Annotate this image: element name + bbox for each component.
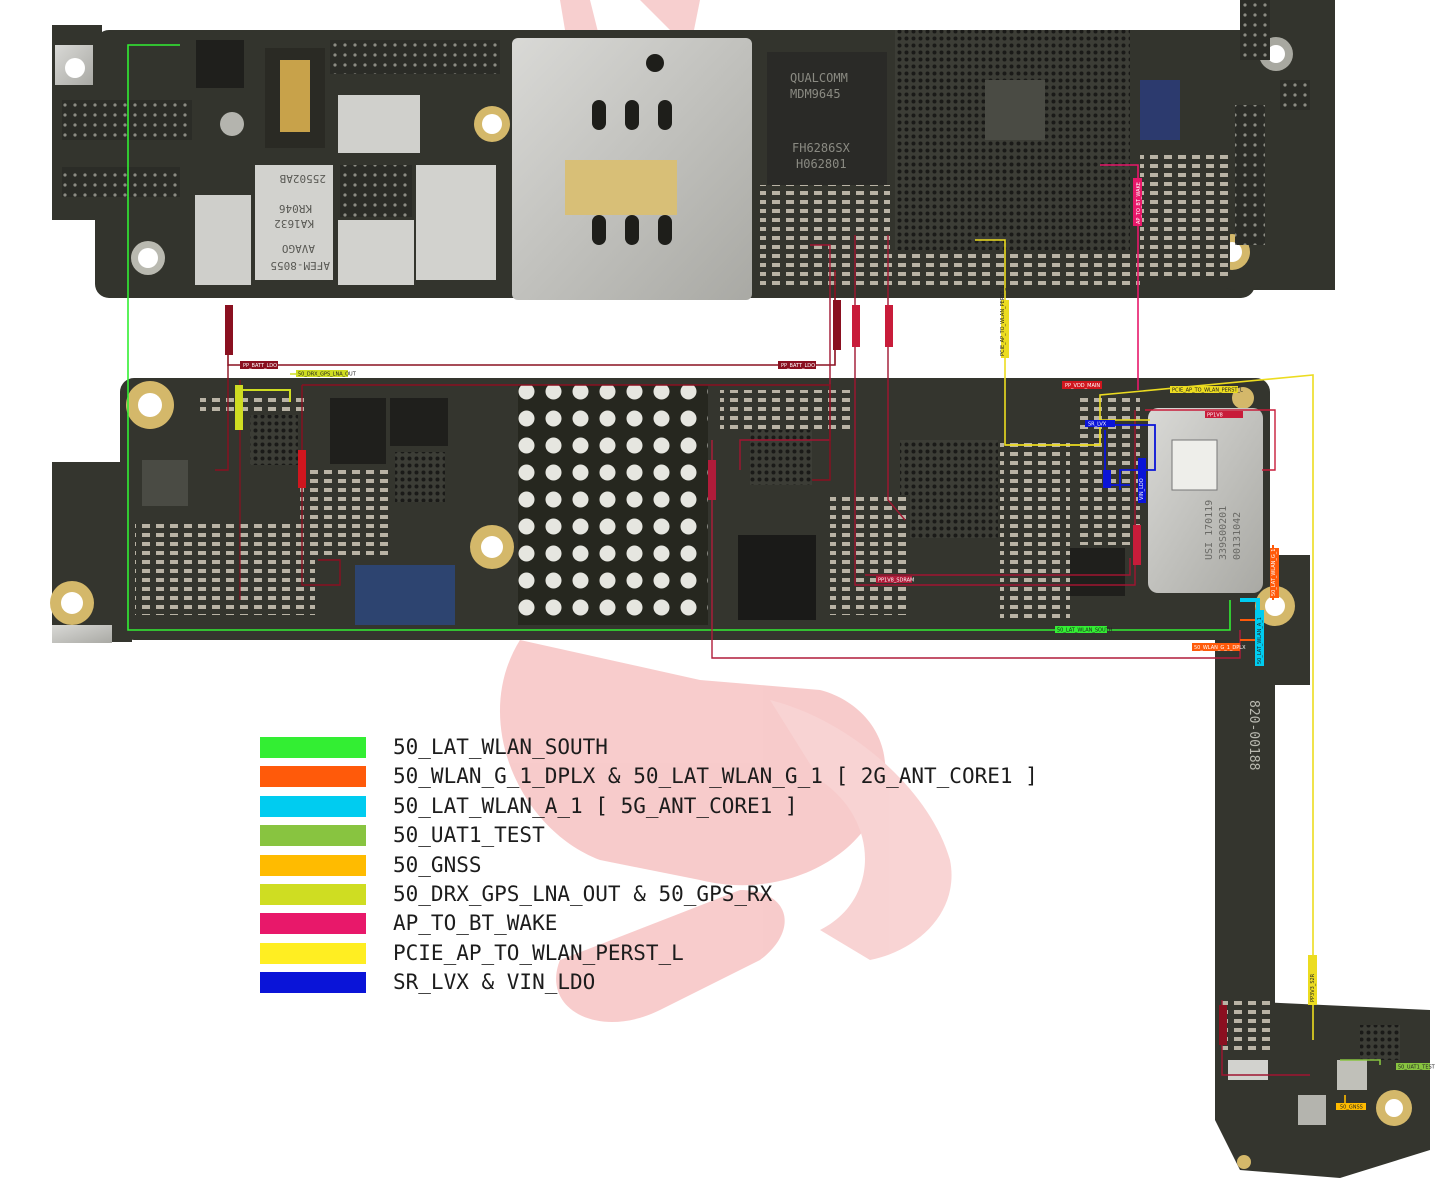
top-logic-board: QUALCOMM MDM9645 FH6286SX H062801 25502A… [52,0,1335,300]
chip-text: 25502AB [279,172,326,185]
legend-swatch [260,795,366,817]
legend-item: 50_UAT1_TEST [260,823,1160,852]
tag-pp1v8-sdram: PP1V8_SDRAM [878,578,914,584]
legend-swatch [260,854,366,876]
legend-label: SR_LVX & VIN_LDO [393,970,596,995]
tag-sr-lvx: SR_LVX [1088,422,1107,428]
board-number: 820-00188 [1246,700,1261,770]
trace-lat-wlan-south [127,44,1231,631]
legend-item: 50_GNSS [260,853,1160,882]
tag-pcie-perst: PCIE_AP_TO_WLAN_PERST_L [1172,388,1243,394]
legend-swatch [260,942,366,964]
legend-item: PCIE_AP_TO_WLAN_PERST_L [260,941,1160,970]
legend-swatch [260,972,366,994]
legend-label: AP_TO_BT_WAKE [393,911,558,936]
legend-label: 50_DRX_GPS_LNA_OUT & 50_GPS_RX [393,881,773,906]
tag-wlan-g1-dplx: 50_WLAN_G_1_DPLX [1194,645,1246,651]
chip-text: MDM9645 [790,87,841,101]
trace-sr-lvx [1085,424,1156,490]
tag-pp3v3: PP3V3_S2R [1310,973,1316,1002]
tag-lat-wlan-south: 50_LAT_WLAN_SOUTH [1057,628,1113,634]
legend-swatch [260,825,366,847]
chip-text: KA1632 [274,217,314,230]
legend-item: 50_WLAN_G_1_DPLX & 50_LAT_WLAN_G_1 [ 2G_… [260,764,1160,793]
legend-label: 50_WLAN_G_1_DPLX & 50_LAT_WLAN_G_1 [ 2G_… [393,764,1038,789]
legend-label: 50_LAT_WLAN_A_1 [ 5G_ANT_CORE1 ] [393,793,798,818]
chip-text: H062801 [796,157,847,171]
chip-text: AVAGO [282,242,315,255]
tag-vin-ldo: VIN_LDO [1139,478,1145,500]
legend-swatch [260,766,366,788]
chip-text: AFEM-8055 [270,259,330,272]
trace-uat1-test [1340,1059,1381,1065]
chip-text: 00131042 [1232,512,1243,560]
legend-item: 50_LAT_WLAN_SOUTH [260,735,1160,764]
tag-pcie-perst-vertical: PCIE_AP_TO_WLAN_PERST_L [1000,285,1006,356]
legend-swatch [260,737,366,758]
trace-ap-bt-wake [1100,164,1139,390]
legend-swatch [260,883,366,905]
tag-uat1-test: 50_UAT1_TEST [1398,1065,1436,1071]
legend-label: 50_UAT1_TEST [393,823,545,848]
net-tags: PP_BATT_LDO PP_BATT_LDO 50_DRX_GPS_LNA_O… [225,178,1436,1111]
tag-pp-batt-ldo: PP_BATT_LDO [243,363,277,369]
legend-item: 50_DRX_GPS_LNA_OUT & 50_GPS_RX [260,882,1160,911]
legend-item: SR_LVX & VIN_LDO [260,970,1160,999]
tag-drx-gps: 50_DRX_GPS_LNA_OUT [298,372,357,378]
chip-text: KR046 [279,202,312,215]
tag-pp-batt-ldo: PP_BATT_LDO [781,363,815,369]
legend-label: 50_GNSS [393,852,482,877]
legend-label: 50_LAT_WLAN_SOUTH [393,735,608,759]
tag-gnss: 50_GNSS [1340,1105,1363,1111]
tag-pp-vdd-main: PP_VDD_MAIN [1065,383,1100,389]
tag-pp1v8: PP1V8 [1207,413,1223,419]
legend-item: 50_LAT_WLAN_A_1 [ 5G_ANT_CORE1 ] [260,794,1160,823]
tag-ap-bt-wake: AP_TO_BT_WAKE [1136,182,1142,224]
chip-text: 339S00201 [1218,506,1229,560]
chip-text: FH6286SX [792,141,851,155]
legend-label: PCIE_AP_TO_WLAN_PERST_L [393,940,684,965]
tag-lat-wlan-a1: 50_LAT_WLAN_A_1 [1257,617,1263,664]
chip-text: QUALCOMM [790,71,848,85]
legend-item: AP_TO_BT_WAKE [260,911,1160,940]
legend-swatch [260,913,366,935]
chip-text: USI 170119 [1204,500,1215,560]
tag-lat-wlan-g1: 50_LAT_WLAN_G_1 [1271,549,1277,596]
watermark-logo [499,0,952,1022]
legend: 50_LAT_WLAN_SOUTH 50_WLAN_G_1_DPLX & 50_L… [260,735,1160,1000]
